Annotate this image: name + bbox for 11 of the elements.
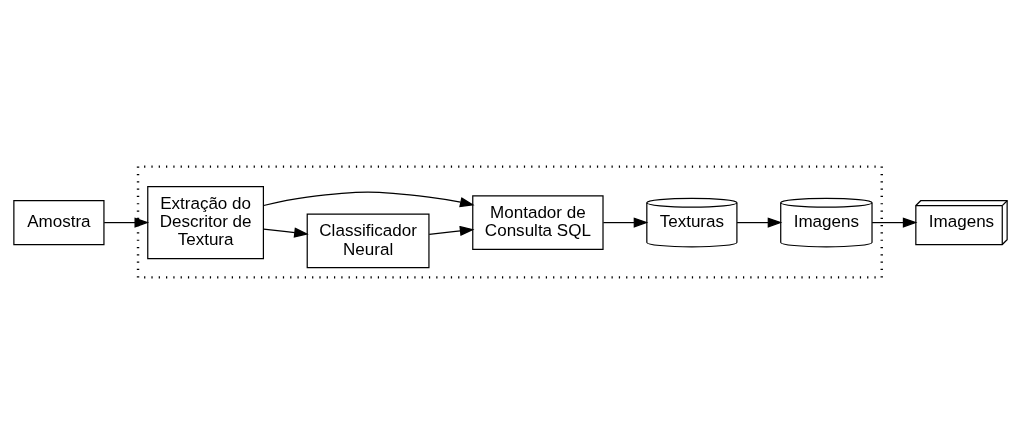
- arrow: [602, 217, 648, 228]
- arrow: [262, 191, 475, 207]
- node-box: Montador de Consulta SQL: [471, 194, 604, 250]
- node-box: Classificador Neural: [306, 213, 430, 268]
- arrow: [262, 227, 309, 238]
- node-box: Extração do Descritor de Textura: [146, 185, 264, 259]
- arrow: [735, 217, 782, 228]
- arrow: [103, 217, 149, 228]
- arrow: [428, 225, 474, 236]
- arrow: [871, 217, 917, 228]
- node-box: Amostra: [12, 199, 105, 245]
